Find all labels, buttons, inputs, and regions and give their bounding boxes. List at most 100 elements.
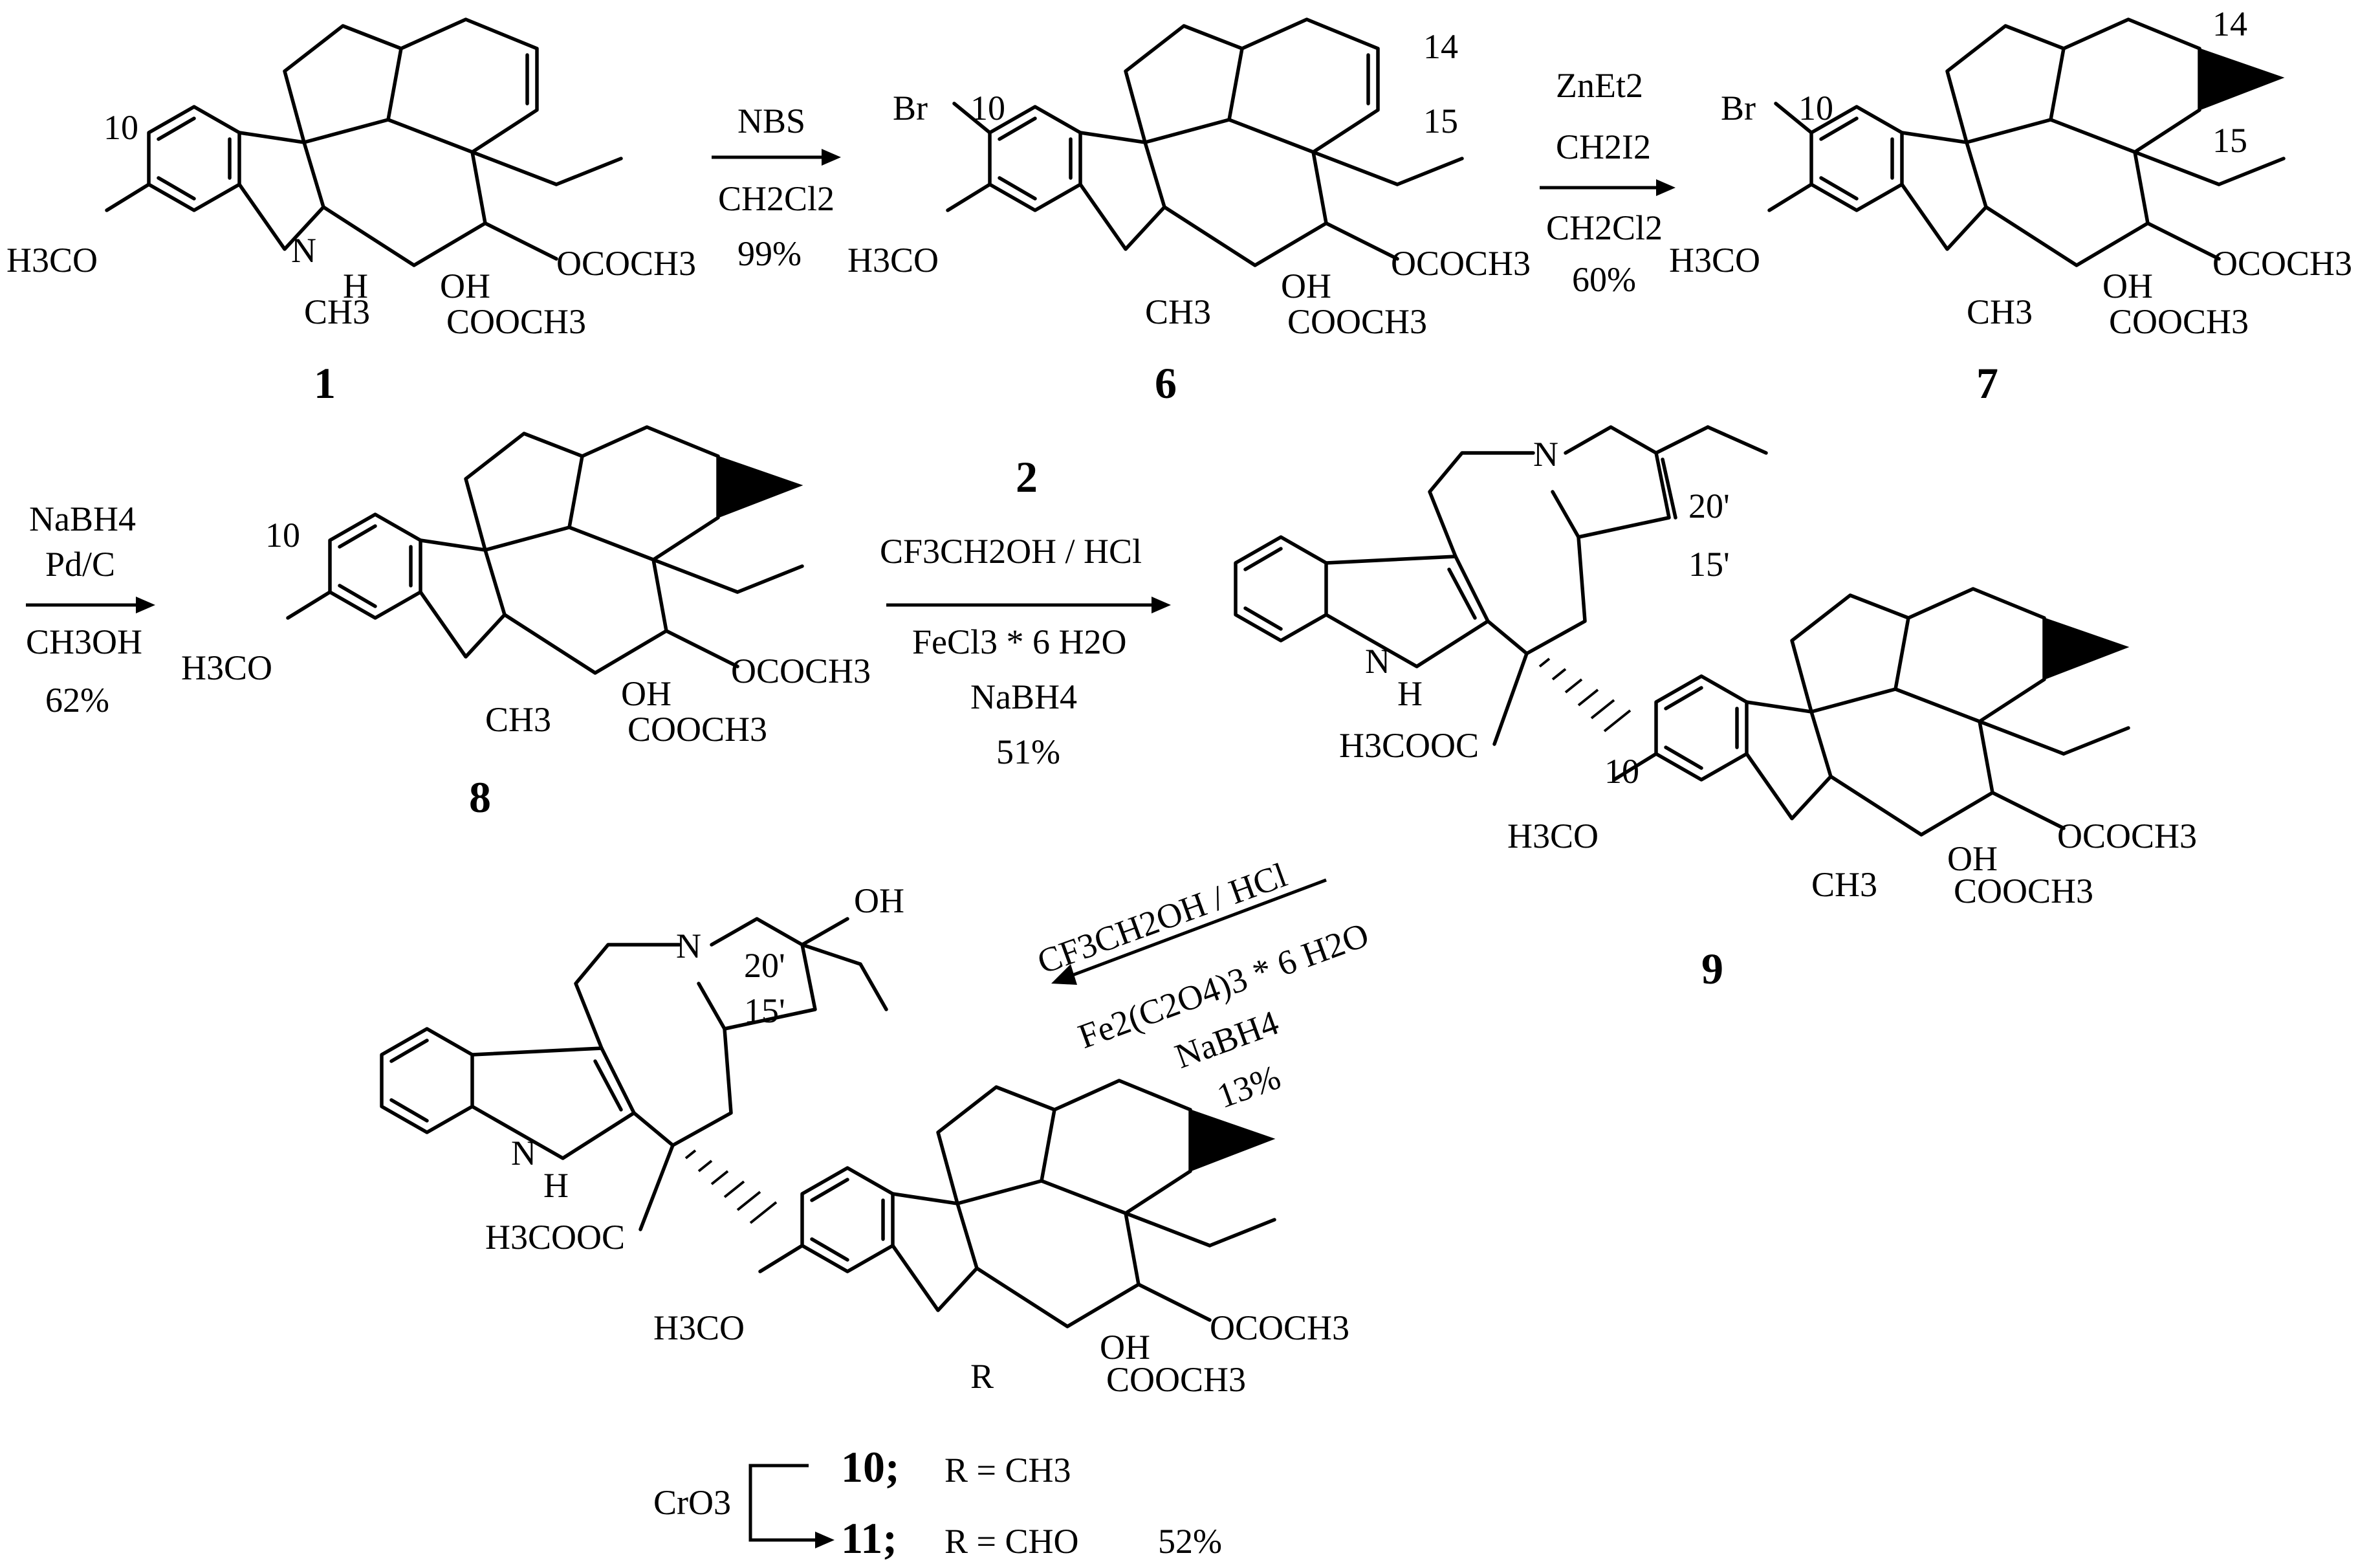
step3-reagent-4: 62% bbox=[45, 681, 109, 720]
compound-6-oh: OH bbox=[1281, 267, 1331, 305]
arrow-step6 bbox=[748, 1464, 815, 1542]
compound-1-cooch3: COOCH3 bbox=[446, 302, 586, 341]
step2-reagent-4: 60% bbox=[1572, 260, 1636, 299]
compound-8-cooch3: COOCH3 bbox=[628, 710, 767, 749]
compound-1-n: N bbox=[291, 231, 316, 270]
compound-1-ococh3: OCOCH3 bbox=[556, 244, 696, 283]
compound-10-ococh3: OCOCH3 bbox=[1210, 1308, 1349, 1347]
step3-reagent-3: CH3OH bbox=[26, 622, 142, 661]
step2-reagent-2: CH2I2 bbox=[1556, 127, 1651, 166]
step4-reagent-1: CF3CH2OH / HCl bbox=[880, 532, 1142, 571]
compound-7-h3co: H3CO bbox=[1669, 241, 1760, 280]
compound-6-h3co: H3CO bbox=[847, 241, 939, 280]
step2-reagent-3: CH2Cl2 bbox=[1546, 208, 1663, 247]
compound-1-h: H bbox=[343, 267, 368, 305]
compound-7-pos10: 10 bbox=[1798, 89, 1833, 127]
compound-7-ococh3: OCOCH3 bbox=[2212, 244, 2352, 283]
compound-1-structure bbox=[105, 19, 623, 265]
step4-reagent-2: FeCl3 * 6 H2O bbox=[912, 622, 1127, 661]
compound-8-pos10: 10 bbox=[265, 516, 300, 555]
step2-reagent-1: ZnEt2 bbox=[1556, 66, 1643, 105]
compound-10-nh-h: H bbox=[543, 1166, 569, 1205]
step3-reagent-1: NaBH4 bbox=[29, 500, 136, 538]
compound-7-ch3: CH3 bbox=[1967, 292, 2033, 331]
compound-10-label: 10; bbox=[841, 1442, 900, 1491]
compound-2-label: 2 bbox=[1016, 452, 1038, 501]
compound-7-structure bbox=[1767, 19, 2286, 265]
arrow-step5 bbox=[1067, 878, 1327, 979]
arrow-step2-head bbox=[1656, 179, 1676, 196]
compound-6-ococh3: OCOCH3 bbox=[1391, 244, 1531, 283]
compound-9-ococh3: OCOCH3 bbox=[2057, 817, 2197, 855]
compound-6-pos14: 14 bbox=[1423, 27, 1458, 66]
compound-7-br: Br bbox=[1721, 89, 1756, 127]
compound-10-oh-upper: OH bbox=[854, 881, 904, 920]
compound-10-r-group: R = CH3 bbox=[944, 1451, 1071, 1490]
compound-9-oh: OH bbox=[1947, 839, 1998, 878]
compound-10-nh: N bbox=[511, 1134, 536, 1172]
arrow-step6-head bbox=[815, 1532, 835, 1548]
compound-9-nh: N bbox=[1365, 642, 1390, 681]
compound-11-r-group: R = CHO bbox=[944, 1522, 1078, 1561]
compound-10-oh: OH bbox=[1100, 1328, 1150, 1367]
compound-6-pos15: 15 bbox=[1423, 102, 1458, 140]
compound-6-br: Br bbox=[893, 89, 928, 127]
compound-7-pos14: 14 bbox=[2212, 5, 2247, 43]
compound-10-lower-structure bbox=[758, 1081, 1276, 1326]
compound-9-upper-structure bbox=[1234, 425, 1768, 746]
compound-8-label: 8 bbox=[469, 773, 491, 822]
compound-9-pos10: 10 bbox=[1604, 752, 1639, 791]
compound-7-oh: OH bbox=[2102, 267, 2153, 305]
compound-9-pos15p: 15' bbox=[1688, 545, 1730, 584]
step6-reagent-1: CrO3 bbox=[653, 1483, 731, 1522]
compound-6-structure bbox=[946, 19, 1464, 265]
compound-10-cooch3: COOCH3 bbox=[1106, 1360, 1246, 1399]
compound-8-oh: OH bbox=[621, 674, 671, 713]
compound-9-label: 9 bbox=[1701, 944, 1723, 993]
arrow-step5-head bbox=[1051, 964, 1077, 985]
compound-6-pos10: 10 bbox=[970, 89, 1005, 127]
compound-1-oh: OH bbox=[440, 267, 490, 305]
compound-7-pos15: 15 bbox=[2212, 121, 2247, 160]
compound-11-yield: 52% bbox=[1158, 1522, 1222, 1561]
compound-10-h3co: H3CO bbox=[653, 1308, 745, 1347]
compound-9-n-upper: N bbox=[1533, 435, 1558, 474]
compound-9-lower-structure bbox=[1612, 589, 2130, 835]
step3-reagent-2: Pd/C bbox=[45, 545, 115, 584]
step5-reagent-4: 13% bbox=[1212, 1057, 1285, 1116]
compound-8-h3co: H3CO bbox=[181, 648, 272, 687]
compound-6-cooch3: COOCH3 bbox=[1287, 302, 1427, 341]
compound-1-ch3: CH3 bbox=[304, 292, 370, 331]
compound-1-pos10: 10 bbox=[104, 108, 138, 147]
compound-11-label: 11; bbox=[841, 1513, 897, 1562]
compound-8-ch3: CH3 bbox=[485, 700, 551, 739]
arrow-step1-head bbox=[822, 149, 841, 166]
compound-9-h3cooc: H3COOC bbox=[1339, 726, 1479, 765]
compound-10-h3cooc: H3COOC bbox=[485, 1218, 625, 1257]
compound-9-ch3: CH3 bbox=[1811, 865, 1877, 904]
step1-reagent-3: 99% bbox=[737, 234, 802, 273]
compound-10-upper-structure bbox=[380, 917, 888, 1231]
compound-7-cooch3: COOCH3 bbox=[2109, 302, 2249, 341]
compound-8-ococh3: OCOCH3 bbox=[731, 652, 871, 690]
compound-9-pos20p: 20' bbox=[1688, 487, 1730, 525]
compound-10-r: R bbox=[970, 1357, 994, 1396]
step4-reagent-3: NaBH4 bbox=[970, 677, 1077, 716]
compound-6-label: 6 bbox=[1155, 358, 1177, 408]
arrow-step3-head bbox=[136, 597, 155, 613]
compound-7-label: 7 bbox=[1976, 358, 1998, 408]
compound-9-nh-h: H bbox=[1397, 674, 1423, 713]
compound-10-n-upper: N bbox=[676, 927, 701, 965]
compound-6-ch3: CH3 bbox=[1145, 292, 1211, 331]
compound-10-pos15p: 15' bbox=[744, 991, 785, 1030]
compound-9-h3co: H3CO bbox=[1507, 817, 1599, 855]
compound-1-label: 1 bbox=[314, 358, 336, 408]
arrow-step4-head bbox=[1152, 597, 1171, 613]
compound-1-h3co: H3CO bbox=[6, 241, 98, 280]
step1-reagent-2: CH2Cl2 bbox=[718, 179, 835, 218]
compound-8-structure bbox=[286, 427, 804, 673]
step4-reagent-4: 51% bbox=[996, 732, 1060, 771]
compound-9-cooch3: COOCH3 bbox=[1954, 872, 2093, 910]
step1-reagent-1: NBS bbox=[737, 102, 805, 140]
